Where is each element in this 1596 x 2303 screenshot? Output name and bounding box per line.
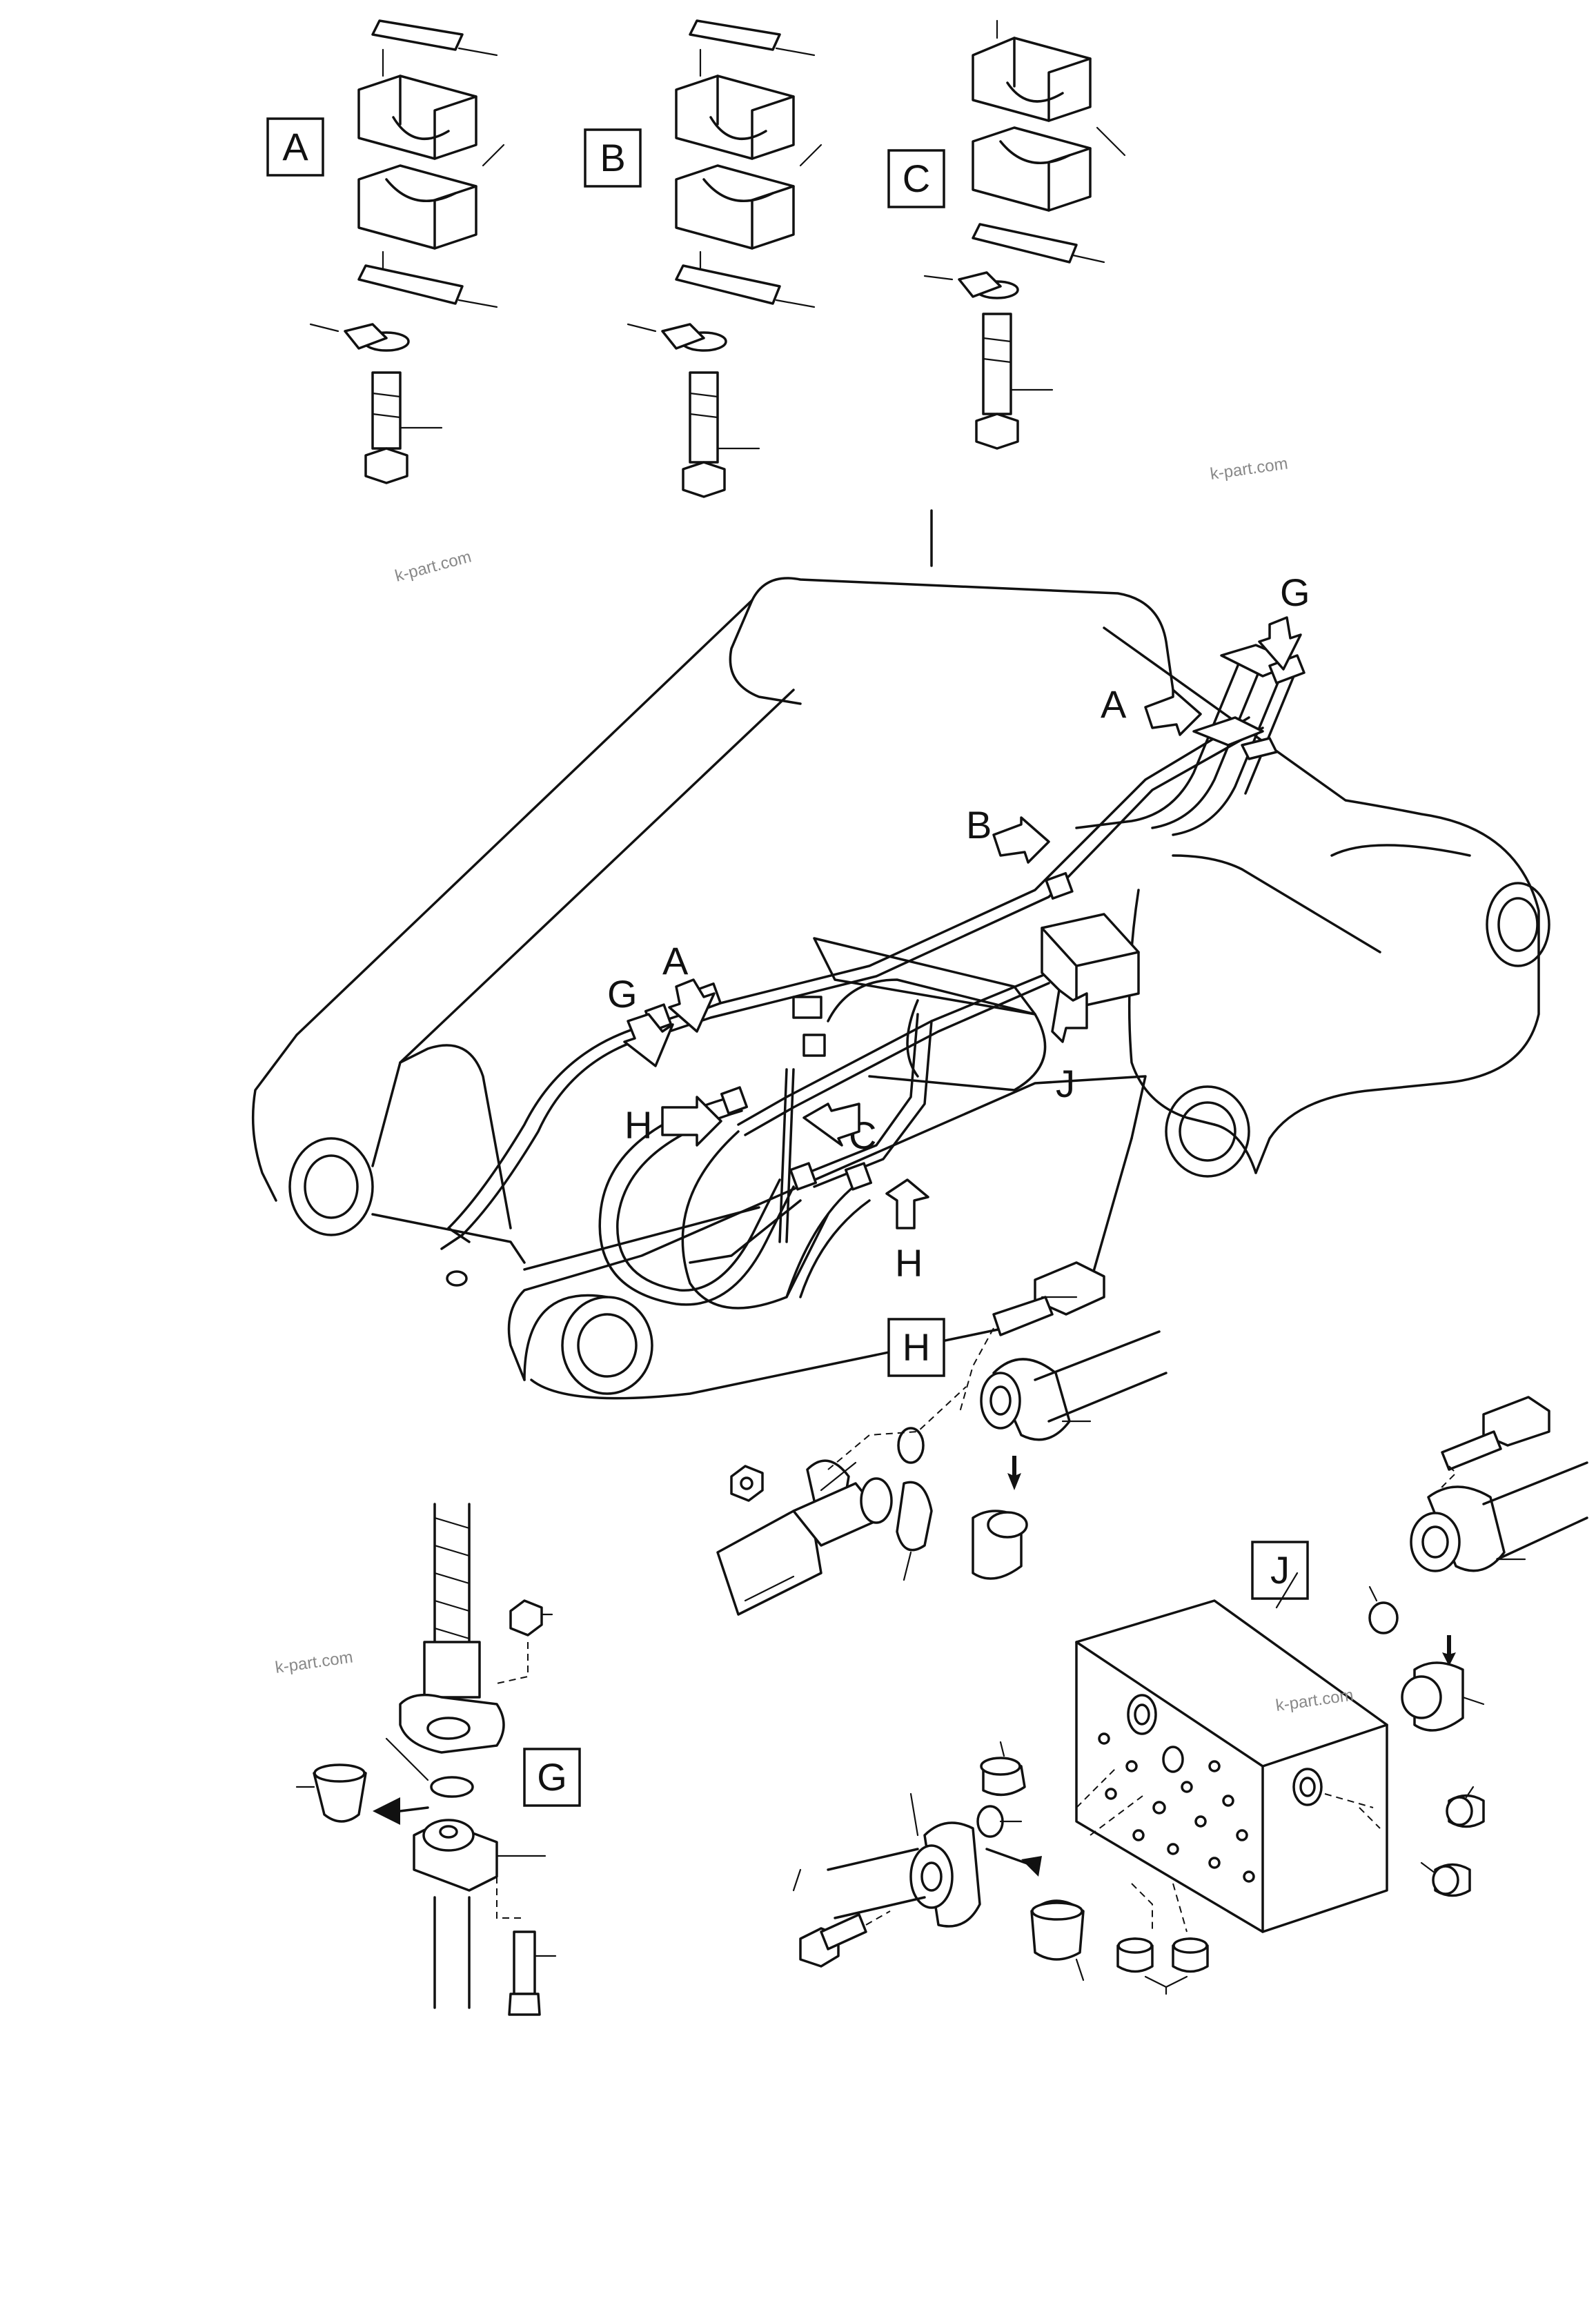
callout-j: J xyxy=(1056,1062,1075,1105)
svg-text:A: A xyxy=(282,125,308,168)
svg-text:C: C xyxy=(903,157,930,200)
detail-g: G xyxy=(295,1503,581,2016)
watermark: k-part.com xyxy=(393,547,473,585)
callout-a-top: A xyxy=(1101,682,1127,726)
hydraulic-lines xyxy=(440,644,1306,1309)
main-view-callouts: G A B G A H C J H xyxy=(607,571,1310,1285)
callout-a-left: A xyxy=(662,939,689,982)
watermark: k-part.com xyxy=(1209,454,1289,484)
callout-h-bottom: H xyxy=(895,1241,923,1285)
callout-g-top: G xyxy=(1280,571,1310,614)
clamp-assembly-a xyxy=(309,19,505,484)
svg-text:B: B xyxy=(600,136,625,179)
svg-text:G: G xyxy=(537,1755,567,1799)
callout-b: B xyxy=(966,803,992,847)
callout-g-left: G xyxy=(607,972,638,1016)
detail-label-c: C xyxy=(887,149,945,208)
callout-h-left: H xyxy=(624,1103,652,1147)
boom-assembly xyxy=(251,509,1550,1400)
detail-label-b: B xyxy=(584,128,642,188)
clamp-assembly-c xyxy=(923,19,1126,450)
svg-text:H: H xyxy=(903,1325,930,1369)
watermark: k-part.com xyxy=(274,1648,354,1677)
detail-j: J xyxy=(792,1396,1588,1995)
svg-text:J: J xyxy=(1270,1548,1290,1592)
valve-block-ports xyxy=(1098,1732,1255,1883)
detail-label-a: A xyxy=(266,117,324,177)
clamp-assembly-b xyxy=(627,19,822,498)
detail-h: H xyxy=(716,1261,1168,1616)
